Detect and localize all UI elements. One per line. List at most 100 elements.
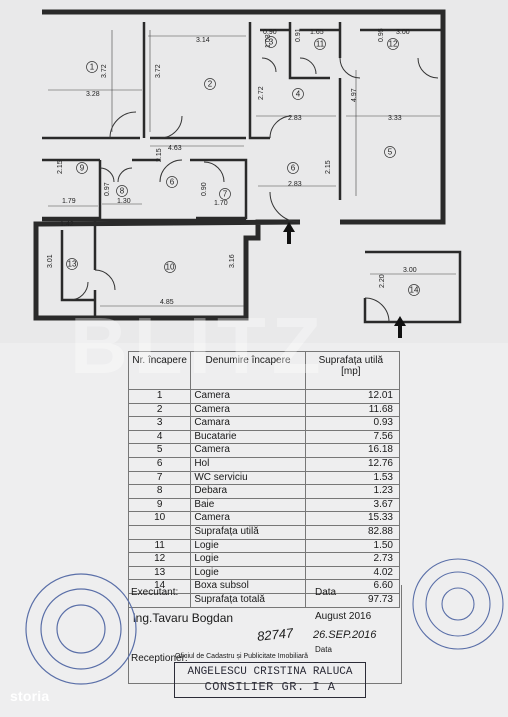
- area-table-wrap: Nr. încapere Denumire încapere Suprafața…: [127, 351, 401, 608]
- room-number: 9: [76, 162, 88, 174]
- room-number: 10: [164, 261, 176, 273]
- entrance-arrow-icon: [394, 316, 406, 338]
- room-number-label: 5: [388, 148, 393, 157]
- cell-area: 3.67: [304, 497, 401, 513]
- door-arc: [117, 167, 133, 183]
- wall: [248, 22, 270, 140]
- dimension-label: 3.00: [403, 267, 417, 274]
- dimension-label: 3.16: [229, 254, 236, 268]
- room-number-label: 6: [170, 178, 175, 187]
- cell-name: Camera: [190, 402, 306, 418]
- room-number: 5: [384, 146, 396, 158]
- room-number-label: 1: [90, 63, 95, 72]
- cell-area: 1.50: [304, 538, 401, 554]
- dimension-label: 4.63: [168, 145, 182, 152]
- cell-area: 1.23: [304, 484, 401, 499]
- room-number: 6: [287, 162, 299, 174]
- cell-nr: 3: [127, 416, 192, 431]
- room-number: 7: [219, 188, 231, 200]
- dimension-label: 1.03: [265, 34, 272, 48]
- room-number: 14: [408, 284, 420, 296]
- room-number: 2: [204, 78, 216, 90]
- dimension-label: 3.01: [47, 254, 54, 268]
- cell-name: Camera: [190, 389, 306, 404]
- dimension-label: 3.33: [388, 115, 402, 122]
- dimension-label: 2.15: [325, 160, 332, 174]
- area-table: Nr. încapere Denumire încapere Suprafața…: [127, 351, 401, 608]
- dimension-label: 3.72: [155, 64, 162, 78]
- cell-nr: 10: [127, 511, 192, 526]
- room-number-label: 10: [166, 263, 175, 272]
- room-number-label: 4: [296, 90, 301, 99]
- dimension-label: 2.83: [288, 115, 302, 122]
- room-number-label: 7: [223, 190, 228, 199]
- cell-name: Camera: [190, 511, 306, 526]
- room-number: 11: [314, 38, 326, 50]
- cell-area: 0.93: [304, 416, 401, 431]
- room-number-label: 8: [120, 187, 125, 196]
- cell-nr: 2: [127, 402, 192, 418]
- room-number: 8: [116, 185, 128, 197]
- cell-name: Camara: [190, 416, 306, 431]
- room-number: 13: [66, 258, 78, 270]
- outer-wall: [33, 9, 446, 321]
- wall: [60, 230, 95, 302]
- cell-area: 4.02: [304, 565, 401, 581]
- wall: [288, 22, 330, 80]
- dimension-label: 2.72: [258, 86, 265, 100]
- col-name-header: Denumire încapere: [190, 351, 306, 390]
- cell-nr: 4: [127, 429, 192, 445]
- receptioner-name: ANGELESCU CRISTINA RALUCA: [187, 666, 353, 678]
- dimension-label: 1.70: [214, 200, 228, 207]
- receptioner-label: Receptioner:: [131, 653, 188, 664]
- door-arc: [109, 111, 137, 139]
- receptioner-date-label: Data: [315, 645, 332, 654]
- cell-area: 82.88: [304, 524, 401, 540]
- cell-area: 16.18: [304, 443, 401, 458]
- cell-area: 7.56: [304, 429, 401, 445]
- stamp-date: 26.SEP.2016: [313, 629, 377, 641]
- dimension-label: 4.97: [351, 88, 358, 102]
- room-number-label: 12: [389, 40, 398, 49]
- room-number-label: 14: [410, 286, 419, 295]
- room-number-label: 9: [80, 164, 85, 173]
- cell-nr: 12: [127, 552, 192, 567]
- executant-date-label: Data: [315, 587, 337, 598]
- cell-name: WC serviciu: [190, 470, 306, 486]
- door-arc: [159, 115, 183, 139]
- dimension-label: 0.91: [295, 28, 302, 42]
- wall: [42, 160, 102, 220]
- cell-area: 11.68: [304, 402, 401, 418]
- dimension-label: 3.14: [196, 37, 210, 44]
- wall: [190, 158, 248, 220]
- cell-area: 12.01: [304, 389, 401, 404]
- door-arc: [99, 167, 115, 183]
- executant-name: ing.Tavaru Bogdan: [133, 611, 234, 625]
- cell-name: Camera: [190, 443, 306, 458]
- door-arc: [299, 57, 317, 75]
- storia-logo[interactable]: storia: [10, 688, 50, 704]
- cell-nr: 11: [127, 538, 192, 554]
- cell-name: Logie: [190, 565, 306, 581]
- door-arc: [417, 57, 439, 79]
- cell-area: 12.76: [304, 456, 401, 472]
- dimension-label: 0.90: [201, 182, 208, 196]
- dimension-label: 0.95: [378, 28, 385, 42]
- door-arc: [159, 159, 183, 183]
- col-area-header: Suprafața utilă [mp]: [304, 351, 401, 390]
- receptioner-stamp-box: ANGELESCU CRISTINA RALUCA CONSILIER GR. …: [174, 662, 366, 698]
- cell-area: 1.53: [304, 470, 401, 486]
- cell-name: Bucatarie: [190, 429, 306, 445]
- door-arc: [339, 57, 361, 79]
- cell-nr: 1: [127, 389, 192, 404]
